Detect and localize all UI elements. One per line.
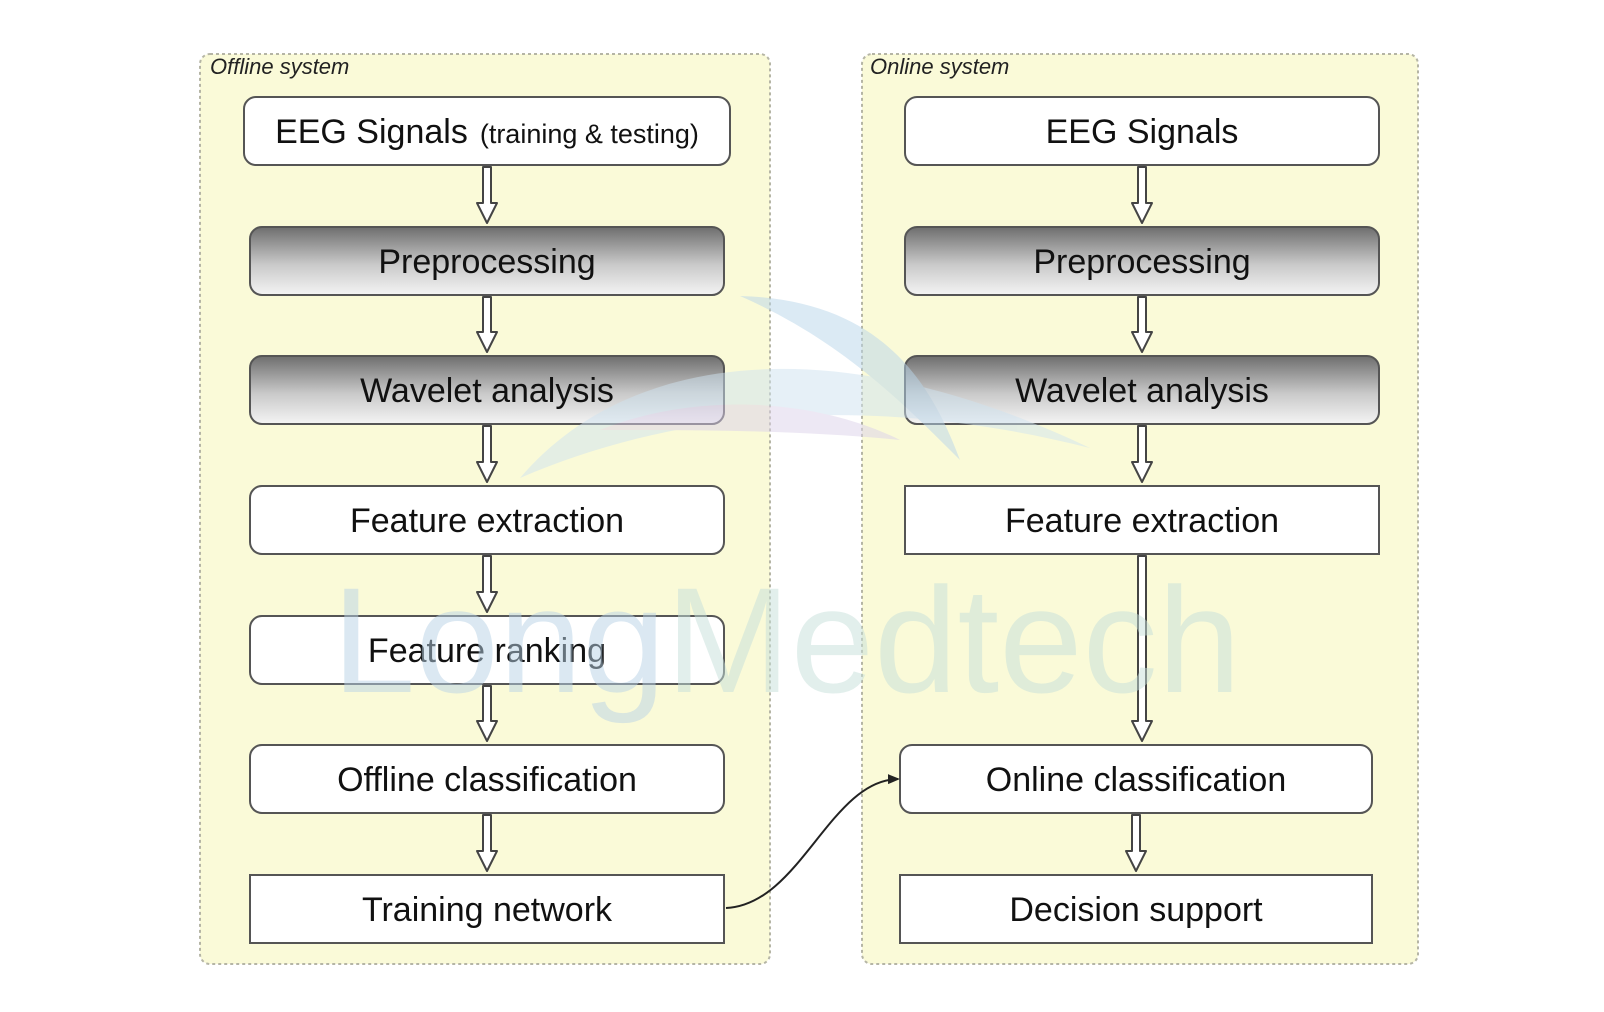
online-system-label: Online system <box>870 54 1009 79</box>
watermark-text: LongMedtech <box>332 556 1241 724</box>
arrow-offline-2 <box>476 296 498 353</box>
offline-eeg-signals-title: EEG Signals <box>275 113 468 151</box>
offline-feature-ranking-label: Feature ranking <box>368 632 606 670</box>
offline-classification-label: Offline classification <box>337 761 637 799</box>
offline-feature-extraction-box <box>249 485 725 555</box>
watermark-swoosh-icon <box>520 368 1090 478</box>
arrow-offline-4 <box>476 555 498 613</box>
online-wavelet-analysis-label: Wavelet analysis <box>1015 372 1269 410</box>
watermark: LongMedtech <box>332 296 1241 724</box>
online-feature-extraction-label: Feature extraction <box>1005 502 1279 540</box>
offline-preprocessing-box <box>249 226 725 296</box>
arrow-online-1 <box>1131 166 1153 224</box>
decision-support-label: Decision support <box>1009 891 1263 929</box>
arrow-offline-1 <box>476 166 498 224</box>
training-to-online-connector <box>725 774 900 909</box>
offline-classification-box <box>249 744 725 814</box>
training-network-label: Training network <box>362 891 613 929</box>
arrow-online-4 <box>1131 555 1153 742</box>
watermark-text-long: Long <box>332 556 666 724</box>
arrow-online-2 <box>1131 296 1153 353</box>
watermark-swoosh-lilac-icon <box>600 404 900 440</box>
online-eeg-signals-box <box>904 96 1380 166</box>
watermark-swoosh-blue-icon <box>740 296 960 460</box>
online-arrows <box>1125 166 1153 872</box>
online-preprocessing-label: Preprocessing <box>1033 243 1250 281</box>
offline-eeg-signals-box <box>243 96 731 166</box>
online-feature-extraction-box <box>904 485 1380 555</box>
offline-preprocessing-label: Preprocessing <box>378 243 595 281</box>
online-eeg-signals-label: EEG Signals <box>1046 113 1239 151</box>
online-classification-label: Online classification <box>986 761 1286 799</box>
training-network-box <box>249 874 725 944</box>
offline-wavelet-analysis-label: Wavelet analysis <box>360 372 614 410</box>
watermark-text-medtech: Medtech <box>666 556 1241 724</box>
offline-eeg-signals-label: EEG Signals (training & testing) <box>275 113 699 151</box>
online-classification-box <box>899 744 1373 814</box>
offline-system-label: Offline system <box>210 54 349 79</box>
arrow-online-3 <box>1131 425 1153 483</box>
offline-arrows <box>476 166 498 872</box>
arrow-offline-3 <box>476 425 498 483</box>
offline-feature-extraction-label: Feature extraction <box>350 502 624 540</box>
online-preprocessing-box <box>904 226 1380 296</box>
offline-feature-ranking-box <box>249 615 725 685</box>
arrow-offline-6 <box>476 814 498 872</box>
arrow-offline-5 <box>476 685 498 742</box>
arrow-online-5 <box>1125 814 1147 872</box>
decision-support-box <box>899 874 1373 944</box>
offline-eeg-signals-subtitle: (training & testing) <box>480 119 699 149</box>
